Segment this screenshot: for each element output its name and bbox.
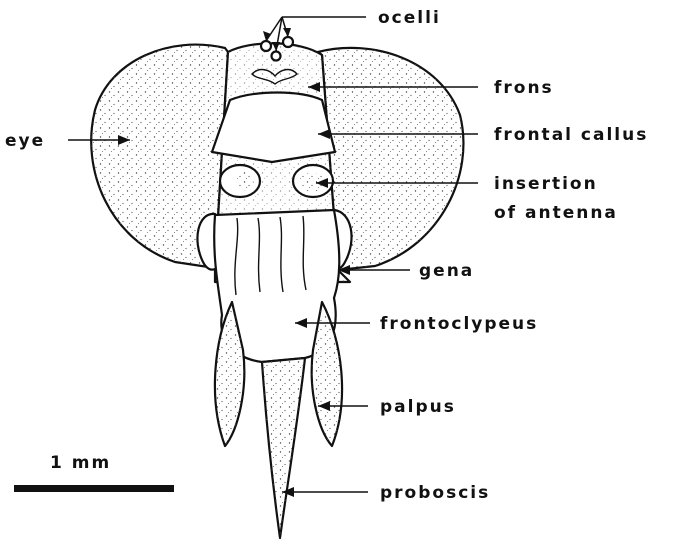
left-antenna-insertion: [220, 165, 260, 197]
label-proboscis: proboscis: [380, 483, 490, 503]
label-frons: frons: [494, 78, 554, 98]
frontal-callus: [212, 93, 335, 163]
label-frontal-callus: frontal callus: [494, 125, 648, 145]
label-frontoclypeus: frontoclypeus: [380, 314, 538, 334]
scale-bar-label: 1 mm: [50, 453, 111, 473]
label-insertion-line1: insertion: [494, 174, 598, 194]
scale-bar: [14, 485, 174, 492]
label-insertion-line2: of antenna: [494, 203, 618, 223]
label-eye: eye: [5, 131, 45, 151]
proboscis-leader: [282, 487, 368, 497]
label-palpus: palpus: [380, 397, 456, 417]
label-gena: gena: [419, 261, 474, 281]
label-ocelli: ocelli: [378, 8, 441, 28]
